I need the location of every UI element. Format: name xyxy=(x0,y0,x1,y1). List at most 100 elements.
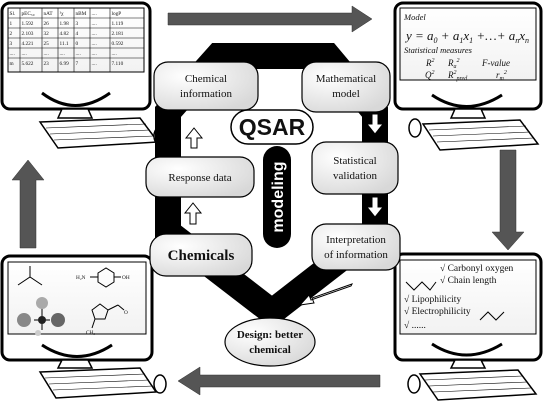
computer-chemicals: H₂N OH O CH₃ xyxy=(0,254,167,399)
table-cell: .... xyxy=(22,51,27,57)
stats-title: Statistical measures xyxy=(404,45,473,55)
arrow-down-2 xyxy=(365,196,385,218)
svg-text:√ Chain length: √ Chain length xyxy=(440,275,497,286)
table-cell: .... xyxy=(44,51,49,57)
svg-text:Interpretation: Interpretation xyxy=(326,234,386,246)
table-cell: 0.592 xyxy=(112,41,124,47)
table-cell: .... xyxy=(92,61,97,67)
table-cell: .... xyxy=(92,41,97,47)
stat-measures: R2 Ra2 F-value Q2 R2pred rm2 xyxy=(425,58,510,82)
svg-text:O: O xyxy=(124,310,128,316)
svg-text:R2pred: R2pred xyxy=(447,70,468,82)
flow-arrows xyxy=(183,113,385,306)
bubble-design: Design: better chemical xyxy=(224,317,316,367)
qsar-label: QSAR xyxy=(230,109,314,145)
svg-text:Q2: Q2 xyxy=(425,70,435,80)
svg-text:Chemical: Chemical xyxy=(185,73,227,85)
svg-text:Statistical: Statistical xyxy=(333,155,376,167)
bubble-statistical-validation: Statistical validation xyxy=(311,141,399,195)
modeling-text: modeling xyxy=(270,161,287,232)
table-cell: 1.119 xyxy=(112,21,124,27)
svg-text:√ ......: √ ...... xyxy=(404,320,426,331)
svg-text:R2: R2 xyxy=(425,58,435,68)
table-cell: 2.103 xyxy=(22,31,34,37)
table-cell: 25 xyxy=(44,41,50,47)
keyboard xyxy=(38,367,158,399)
table-cell: 23 xyxy=(44,61,50,67)
molecule-sketch-1 xyxy=(405,281,437,291)
arrow-up-2 xyxy=(183,202,203,225)
svg-text:√ Electrophilicity: √ Electrophilicity xyxy=(404,306,471,317)
smile xyxy=(41,343,113,358)
table-cell: 1.592 xyxy=(22,21,34,27)
svg-text:rm2: rm2 xyxy=(496,70,507,82)
table-cell: .... xyxy=(92,51,97,57)
table-cell: 6.99 xyxy=(60,61,70,67)
table-cell: 11.1 xyxy=(60,41,69,47)
arrow-down-1 xyxy=(365,113,385,135)
smile xyxy=(41,91,111,107)
computer-interpretation: √ Carbonyl oxygen √ Chain length √ Lipop… xyxy=(393,252,543,401)
monitor-stand xyxy=(449,359,487,369)
table-cell: .... xyxy=(92,31,97,37)
table-cell: 4.82 xyxy=(60,31,70,37)
svg-text:chemical: chemical xyxy=(249,344,291,356)
monitor-stand xyxy=(449,108,487,119)
arrow-bottom-left xyxy=(177,366,381,396)
arrow-design xyxy=(298,283,353,306)
svg-text:Ra2: Ra2 xyxy=(447,58,460,70)
svg-text:Mathematical: Mathematical xyxy=(316,73,376,85)
qsar-title: QSAR xyxy=(239,114,306,140)
screen xyxy=(7,261,147,335)
svg-text:Chemicals: Chemicals xyxy=(168,248,235,264)
svg-text:of information: of information xyxy=(324,249,388,261)
table-cell: 7 xyxy=(76,61,79,67)
svg-text:information: information xyxy=(180,88,232,100)
mouse xyxy=(153,374,167,394)
table-cell: 1 xyxy=(10,21,13,27)
table-cell: m xyxy=(10,61,15,67)
bubble-chemicals: Chemicals xyxy=(149,233,253,277)
interpretation-properties: √ Carbonyl oxygen √ Chain length √ Lipop… xyxy=(404,263,514,331)
table-header-cell: logP xyxy=(112,11,122,17)
svg-text:√ Lipophilicity: √ Lipophilicity xyxy=(404,294,461,305)
table-cell: 3 xyxy=(10,41,13,47)
monitor-stand xyxy=(56,359,94,369)
molecule-sketch-2 xyxy=(479,311,505,321)
table-cell: 5.622 xyxy=(22,61,34,67)
table-cell: 2.181 xyxy=(112,31,124,37)
table-cell: 0 xyxy=(76,41,79,47)
table-cell: 7.110 xyxy=(112,61,124,67)
svg-text:F-value: F-value xyxy=(481,58,510,68)
table-cell: 4 xyxy=(76,31,79,37)
table-cell: 32 xyxy=(44,31,50,37)
smile xyxy=(431,342,503,357)
table-cell: 2 xyxy=(10,31,13,37)
table-header-cell: ¹χ xyxy=(60,11,65,17)
svg-text:Response data: Response data xyxy=(168,172,231,184)
svg-text:model: model xyxy=(332,88,360,100)
arrow-up-1 xyxy=(184,127,204,149)
svg-text:validation: validation xyxy=(333,170,377,182)
bubble-interpretation: Interpretation of information xyxy=(311,223,401,271)
arrow-left-up xyxy=(11,159,45,249)
table-cell: .... xyxy=(92,21,97,27)
table-cell: .... xyxy=(76,51,81,57)
svg-text:H₂N: H₂N xyxy=(76,275,86,281)
table-header-cell: nAT xyxy=(44,11,54,17)
table-cell: .... xyxy=(112,51,117,57)
screen xyxy=(399,259,537,335)
model-title: Model xyxy=(403,12,426,22)
table-header-cell: .... xyxy=(92,11,97,17)
svg-text:√ Carbonyl oxygen: √ Carbonyl oxygen xyxy=(440,263,514,274)
table-cell: .... xyxy=(60,51,65,57)
keyboard xyxy=(38,117,160,149)
table-cell: 3 xyxy=(76,21,79,27)
table-cell: 4.221 xyxy=(22,41,34,47)
keyboard xyxy=(421,119,540,151)
computer-model: Model y = a0 + a1x1 +…+ anxn Statistical… xyxy=(393,1,543,151)
mouse xyxy=(408,118,422,138)
